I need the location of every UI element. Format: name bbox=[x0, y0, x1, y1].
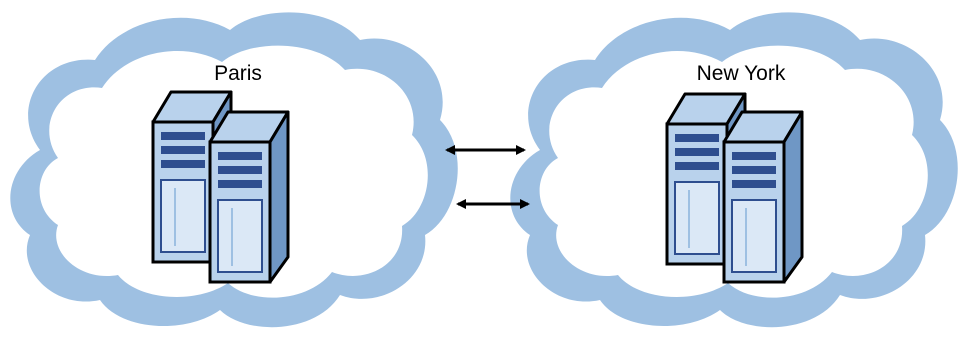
site-new-york: New York bbox=[510, 12, 958, 328]
replication-links bbox=[445, 145, 530, 209]
site-label-new-york: New York bbox=[697, 62, 786, 85]
server-icon bbox=[208, 110, 290, 284]
server-icon bbox=[722, 110, 804, 284]
site-label-paris: Paris bbox=[214, 62, 262, 85]
site-paris: Paris bbox=[10, 12, 458, 328]
